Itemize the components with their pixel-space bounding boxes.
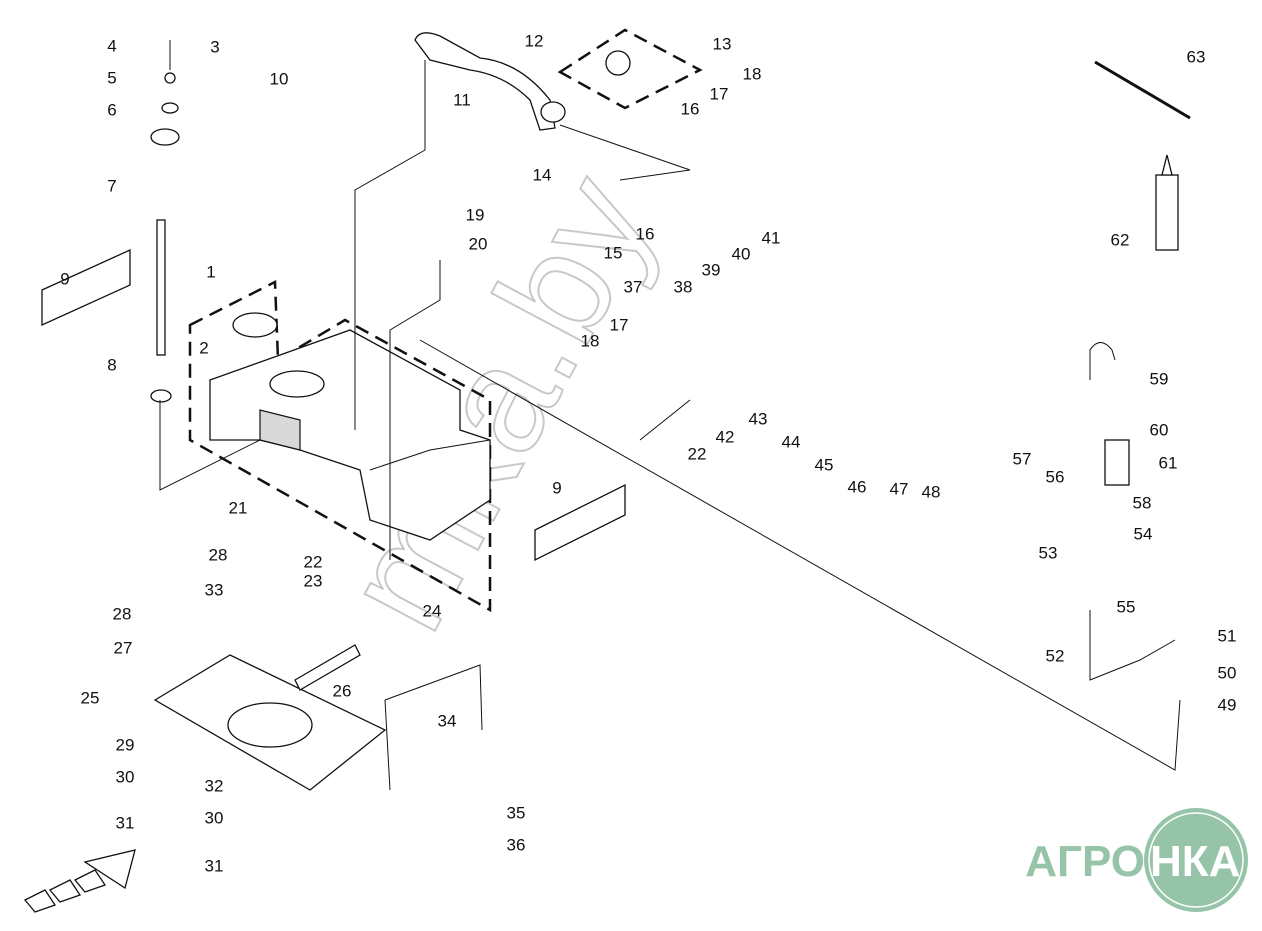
decal-9b (534, 483, 626, 562)
fuel-sender (150, 40, 180, 403)
callout-label: 4 (107, 36, 116, 55)
callout-label: 8 (107, 355, 116, 374)
callout-label: 13 (713, 34, 732, 53)
agronka-logo: АГРО НКА (1025, 808, 1248, 912)
callout-label: 14 (533, 165, 552, 184)
callout-label: 25 (81, 688, 100, 707)
callout-label: 38 (674, 277, 693, 296)
cap-frame (557, 28, 703, 110)
callout-label: 51 (1218, 626, 1237, 645)
callout-label: 31 (205, 856, 224, 875)
callout-label: 53 (1039, 543, 1058, 562)
guide-line (559, 124, 691, 181)
callout-label: 17 (610, 315, 629, 334)
forward-arrow-icon (23, 849, 136, 913)
callout-label: 52 (1046, 646, 1065, 665)
callout-label: 21 (229, 498, 248, 517)
callout-label: 62 (1111, 230, 1130, 249)
filler-neck (414, 32, 566, 131)
logo-text-right: НКА (1150, 837, 1240, 886)
guide-line (159, 400, 261, 491)
callout-label: 2 (199, 338, 208, 357)
callout-label: 1 (206, 262, 215, 281)
callout-label: 9 (60, 269, 69, 288)
callout-label: 18 (581, 331, 600, 350)
callout-label: 29 (116, 735, 135, 754)
callout-label: 30 (205, 808, 224, 827)
callout-label: 54 (1134, 524, 1153, 543)
guide-line (639, 399, 691, 441)
callout-label: 42 (716, 427, 735, 446)
fuel-cap (605, 50, 631, 76)
callout-label: 43 (749, 409, 768, 428)
logo-text-left: АГРО (1025, 837, 1145, 886)
callout-label: 32 (205, 776, 224, 795)
callout-label: 3 (210, 37, 219, 56)
callout-label: 16 (636, 224, 655, 243)
callout-label: 11 (453, 90, 471, 109)
callout-label: 5 (107, 68, 116, 87)
callout-label: 22 (688, 444, 707, 463)
callout-label: 50 (1218, 663, 1237, 682)
callout-label: 48 (922, 482, 941, 501)
callout-label: 35 (507, 803, 526, 822)
callout-label: 20 (469, 234, 488, 253)
callout-label: 33 (205, 580, 224, 599)
callout-label: 15 (604, 243, 623, 262)
callout-label: 47 (890, 479, 909, 498)
callout-label: 28 (113, 604, 132, 623)
callout-label: 24 (423, 601, 442, 620)
callout-label: 30 (116, 767, 135, 786)
callout-label: 28 (209, 545, 228, 564)
callout-label: 58 (1133, 493, 1152, 512)
callout-label: 9 (552, 478, 561, 497)
decal-9 (41, 248, 131, 327)
cable-tie (1094, 60, 1191, 120)
sealant-tube (1155, 154, 1179, 251)
callout-label: 31 (116, 813, 135, 832)
callout-label: 41 (762, 228, 781, 247)
callout-label: 34 (438, 711, 457, 730)
guide-line (419, 339, 1181, 771)
fuel-tank (188, 280, 492, 613)
callout-label: 22 (304, 552, 323, 571)
callout-label: 57 (1013, 449, 1032, 468)
callout-label: 46 (848, 477, 867, 496)
callout-label: 45 (815, 455, 834, 474)
callout-label: 10 (270, 69, 289, 88)
callout-label: 18 (743, 64, 762, 83)
callout-label: 44 (782, 432, 801, 451)
callout-label: 60 (1150, 420, 1169, 439)
callout-label: 27 (114, 638, 133, 657)
callout-label: 56 (1046, 467, 1065, 486)
callout-label: 55 (1117, 597, 1136, 616)
callout-label: 39 (702, 260, 721, 279)
callout-label: 7 (107, 176, 116, 195)
callout-label: 40 (732, 244, 751, 263)
guide-line (389, 260, 441, 560)
callout-label: 17 (710, 84, 729, 103)
callout-label: 49 (1218, 695, 1237, 714)
callout-label: 19 (466, 205, 485, 224)
callout-label: 23 (304, 571, 323, 590)
callout-label: 36 (507, 835, 526, 854)
guide-line (354, 60, 426, 430)
callout-label: 16 (681, 99, 700, 118)
callout-label: 26 (333, 681, 352, 700)
callout-label: 6 (107, 100, 116, 119)
mounting-plate (153, 644, 483, 791)
callout-label: 63 (1187, 47, 1206, 66)
callout-label: 12 (525, 31, 544, 50)
callout-label: 37 (624, 277, 643, 296)
callout-label: 61 (1159, 453, 1178, 472)
callout-label: 59 (1150, 369, 1169, 388)
fuel-filter (1089, 342, 1176, 681)
